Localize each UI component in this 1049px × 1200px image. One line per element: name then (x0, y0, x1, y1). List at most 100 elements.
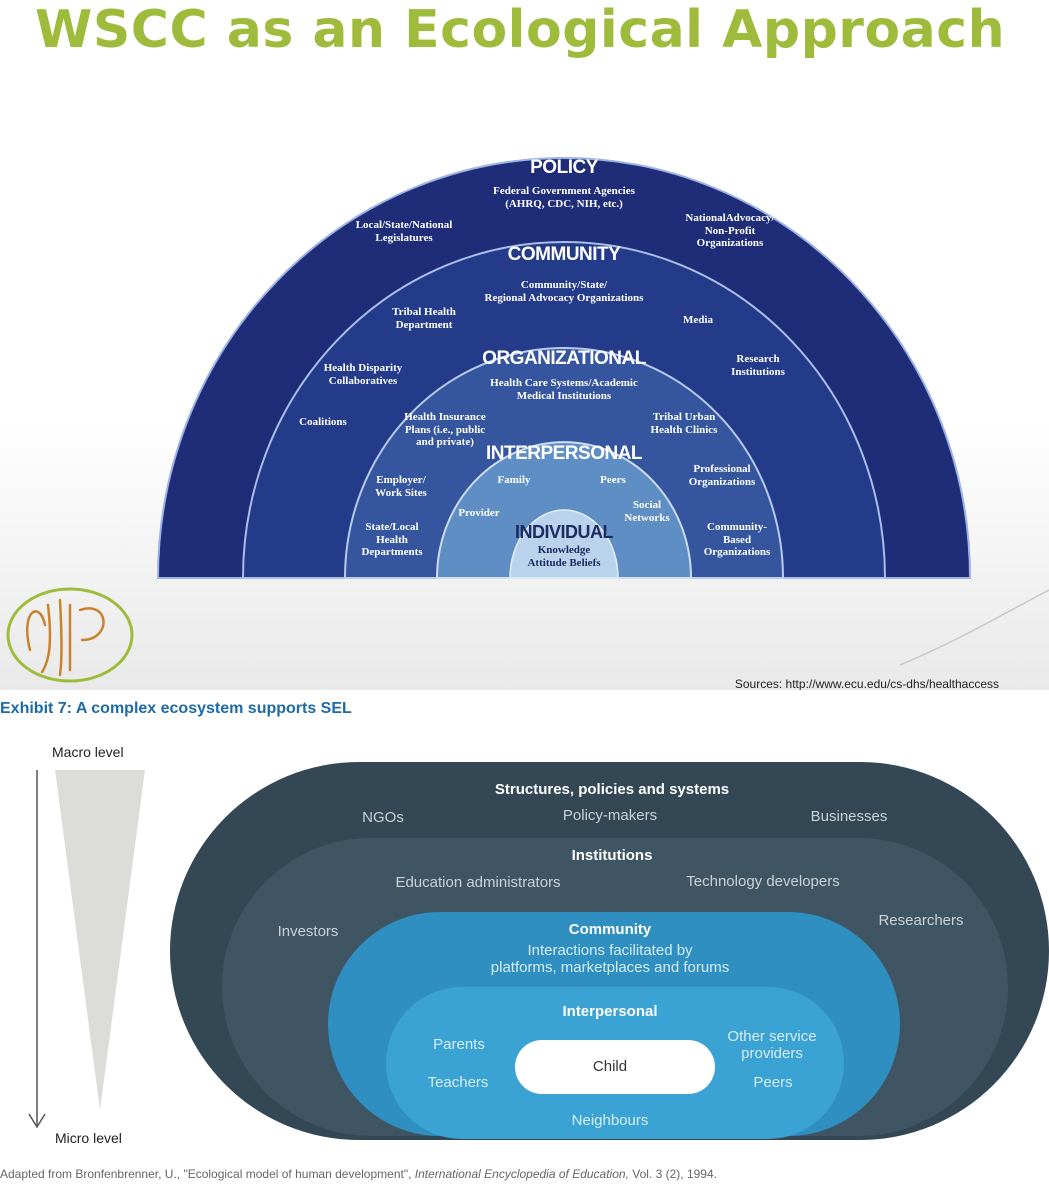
other-service-providers-line-2: providers (741, 1045, 803, 1063)
ecological-slide: WSCC as an Ecological Approach POLICY Fe… (0, 0, 1049, 690)
community-based-orgs-line-2: Based (722, 533, 752, 546)
federal-agencies-line-1: Federal Government Agencies (493, 185, 635, 197)
source-citation: Sources: http://www.ecu.edu/cs-dhs/healt… (734, 677, 999, 690)
community-based-orgs-label: Community- Based Organizations (704, 521, 771, 559)
peers-label: Peers (600, 474, 626, 486)
research-institutions-line-1: Research (736, 353, 780, 365)
professional-orgs-label: Professional Organizations (689, 463, 756, 488)
ecosystem-exhibit: Exhibit 7: A complex ecosystem supports … (0, 690, 1049, 1200)
structures-heading: Structures, policies and systems (494, 781, 730, 798)
slide-corner-swoosh (899, 589, 1049, 666)
individual-factors-line-2: Attitude Beliefs (527, 556, 601, 569)
peers-label: Peers (753, 1074, 793, 1091)
tribal-urban-clinics-label: Tribal Urban Health Clinics (651, 411, 718, 436)
community-label: COMMUNITY (507, 244, 621, 265)
parents-label: Parents (433, 1036, 485, 1053)
professional-orgs-line-1: Professional (693, 463, 751, 475)
logo-ring (6, 587, 134, 683)
social-networks-label: Social Networks (624, 499, 669, 524)
citation-prefix: Adapted from Bronfenbrenner, U., "Ecolog… (0, 1167, 415, 1181)
tribal-urban-clinics-line-2: Health Clinics (650, 423, 718, 436)
employer-worksites-line-1: Employer/ (376, 474, 426, 486)
citation-publication: International Encyclopedia of Education, (414, 1167, 629, 1181)
teachers-label: Teachers (427, 1074, 489, 1091)
individual-factors-line-1: Knowledge (537, 544, 591, 556)
other-service-providers-line-1: Other service (727, 1028, 817, 1045)
research-institutions-line-2: Institutions (731, 365, 785, 378)
state-local-health-line-1: State/Local (365, 521, 419, 533)
exhibit-title: Exhibit 7: A complex ecosystem supports … (0, 700, 352, 717)
policy-makers-label: Policy-makers (562, 807, 658, 824)
legislatures-line-1: Local/State/National (355, 219, 453, 231)
national-advocacy-line-3: Organizations (696, 237, 764, 250)
community-description-line-1: Interactions facilitated by (527, 942, 693, 959)
health-insurance-line-2: Plans (i.e., public (404, 423, 486, 436)
interpersonal-heading: Interpersonal (562, 1003, 658, 1020)
neighbours-label: Neighbours (571, 1112, 649, 1129)
macro-micro-wedge (55, 770, 145, 1110)
education-administrators-label: Education administrators (395, 874, 561, 891)
employer-worksites-label: Employer/ Work Sites (375, 474, 427, 499)
citation: Adapted from Bronfenbrenner, U., "Ecolog… (0, 1167, 717, 1181)
social-networks-line-2: Networks (624, 511, 670, 524)
community-based-orgs-line-3: Organizations (703, 546, 771, 559)
ngos-label: NGOs (362, 809, 404, 826)
individual-label: INDIVIDUAL (515, 522, 614, 542)
community-heading: Community (568, 921, 652, 938)
regional-advocacy-label: Community/State/ Regional Advocacy Organ… (485, 279, 644, 304)
individual-arc (509, 509, 619, 579)
community-description-line-2: platforms, marketplaces and forums (490, 959, 730, 977)
tribal-health-line-1: Tribal Health (392, 306, 456, 318)
investors-label: Investors (277, 923, 339, 940)
slide-title: WSCC as an Ecological Approach (35, 0, 1006, 60)
family-label: Family (497, 474, 531, 486)
health-insurance-label: Health Insurance Plans (i.e., public and… (404, 411, 486, 449)
coalitions-label: Coalitions (299, 416, 347, 428)
employer-worksites-line-2: Work Sites (375, 486, 427, 499)
provider-label: Provider (458, 507, 500, 519)
state-local-health-line-3: Departments (361, 546, 423, 559)
media-label: Media (683, 314, 713, 326)
research-institutions-label: Research Institutions (731, 353, 785, 378)
federal-agencies-label: Federal Government Agencies (AHRQ, CDC, … (493, 185, 635, 210)
logo-mark (6, 587, 134, 683)
tribal-urban-clinics-line-1: Tribal Urban (652, 411, 716, 423)
child-label: Child (592, 1058, 628, 1075)
policy-label: POLICY (530, 157, 598, 178)
organizational-label: ORGANIZATIONAL (482, 348, 646, 369)
other-service-providers-label: Other service providers (727, 1028, 816, 1063)
businesses-label: Businesses (810, 808, 888, 825)
health-insurance-line-1: Health Insurance (404, 411, 486, 423)
state-local-health-label: State/Local Health Departments (361, 521, 422, 559)
social-networks-line-1: Social (632, 499, 662, 511)
health-care-systems-line-2: Medical Institutions (516, 389, 612, 402)
federal-agencies-line-2: (AHRQ, CDC, NIH, etc.) (505, 197, 623, 210)
community-description: Interactions facilitated by platforms, m… (491, 942, 729, 977)
regional-advocacy-line-1: Community/State/ (520, 279, 608, 291)
child-core (515, 1040, 715, 1094)
macro-micro-arrow-head (28, 1113, 46, 1129)
legislatures-line-2: Legislatures (375, 231, 433, 244)
state-local-health-line-2: Health (376, 533, 408, 546)
national-advocacy-line-1: NationalAdvocacy/ (685, 212, 775, 224)
health-disparity-label: Health Disparity Collaboratives (324, 362, 403, 387)
health-care-systems-line-1: Health Care Systems/Academic (490, 377, 638, 389)
health-insurance-line-3: and private) (416, 436, 474, 449)
community-based-orgs-line-1: Community- (707, 521, 767, 533)
professional-orgs-line-2: Organizations (688, 475, 756, 488)
institutions-heading: Institutions (571, 847, 653, 864)
national-advocacy-line-2: Non-Profit (704, 224, 756, 237)
regional-advocacy-line-2: Regional Advocacy Organizations (484, 291, 644, 304)
health-care-systems-label: Health Care Systems/Academic Medical Ins… (490, 377, 638, 402)
ecosystem-diagram (28, 762, 1049, 1140)
interpersonal-label: INTERPERSONAL (485, 443, 643, 464)
ecological-arc-diagram (6, 157, 1049, 683)
researchers-label: Researchers (878, 912, 964, 929)
tribal-health-label: Tribal Health Department (392, 306, 456, 331)
technology-developers-label: Technology developers (686, 873, 840, 890)
tribal-health-line-2: Department (395, 318, 453, 331)
health-disparity-line-2: Collaboratives (328, 374, 398, 387)
macro-level-label: Macro level (52, 744, 124, 760)
citation-suffix: Vol. 3 (2), 1994. (628, 1167, 717, 1181)
legislatures-label: Local/State/National Legislatures (356, 219, 453, 244)
